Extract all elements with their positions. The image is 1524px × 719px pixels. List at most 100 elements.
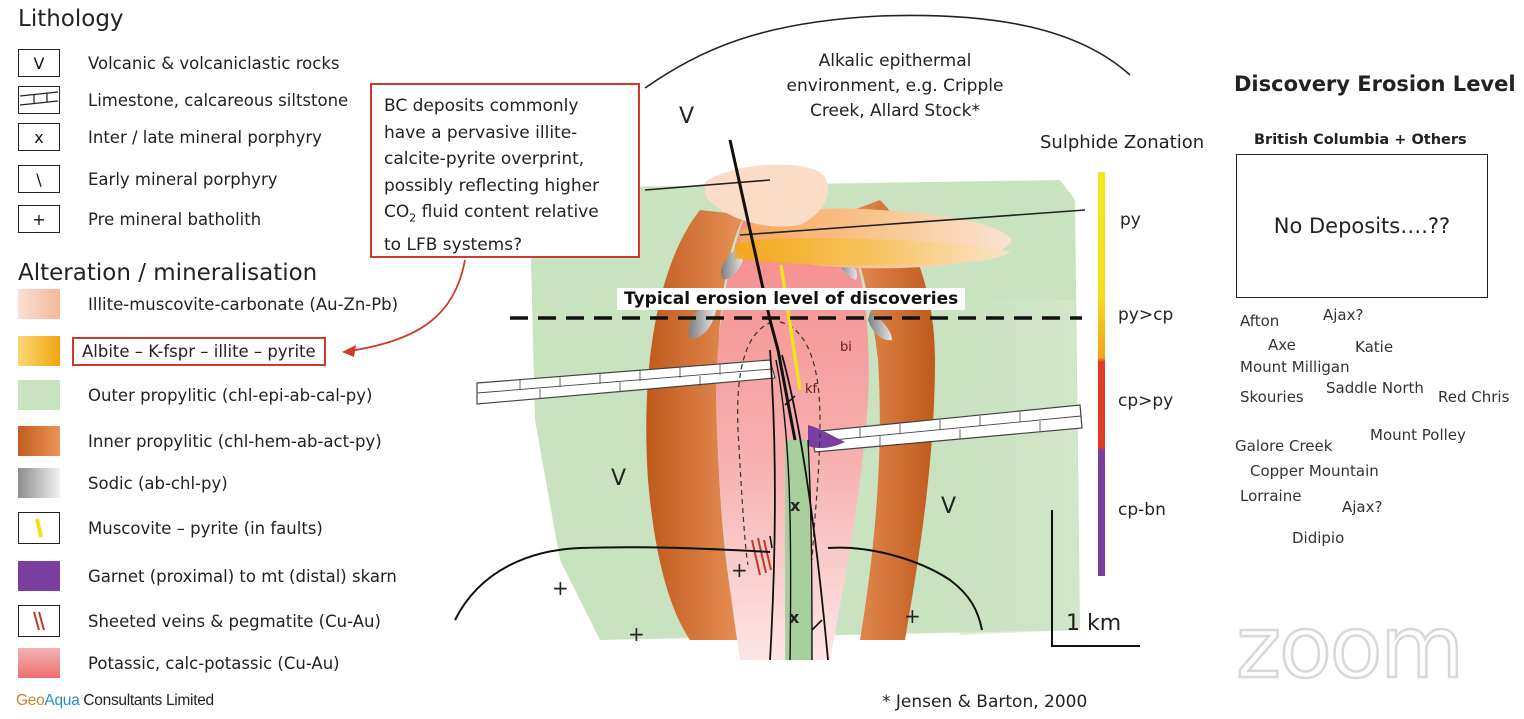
lithology-item-inter-porphyry: x Inter / late mineral porphyry	[18, 120, 322, 154]
callout-line-4: possibly reflecting higher	[384, 175, 600, 196]
inner-propylitic-right	[840, 200, 935, 640]
place-saddle-north: Saddle North	[1326, 379, 1424, 397]
alteration-item-illite: Illite-muscovite-carbonate (Au-Zn-Pb)	[18, 287, 398, 321]
callout-line-5: CO2 fluid content relative	[384, 199, 626, 232]
alteration-label: Potassic, calc-potassic (Cu-Au)	[88, 653, 340, 673]
alteration-title: Alteration / mineralisation	[18, 260, 318, 286]
alteration-label: Garnet (proximal) to mt (distal) skarn	[88, 566, 397, 586]
company-logo: GeoAqua Consultants Limited	[16, 692, 214, 710]
alteration-label: Sheeted veins & pegmatite (Cu-Au)	[88, 611, 381, 631]
volcanic-label-left: V	[611, 466, 627, 491]
lithology-label: Pre mineral batholith	[88, 209, 262, 229]
batholith-plus-1: +	[552, 576, 569, 600]
illite-top	[705, 164, 829, 227]
logo-geo: Geo	[16, 692, 45, 709]
porphyry-x-label: x	[790, 496, 801, 515]
discovery-subtitle: British Columbia + Others	[1254, 132, 1467, 148]
alteration-item-inner-propylitic: Inner propylitic (chl-hem-ab-act-py)	[18, 424, 382, 458]
epithermal-label: Alkalic epithermal environment, e.g. Cri…	[787, 49, 1004, 124]
porphyry-x-label-lower: x	[789, 608, 800, 627]
biotite-label: bi	[840, 340, 852, 355]
place-didipio: Didipio	[1292, 529, 1345, 547]
inner-propylitic-swatch	[18, 426, 60, 456]
fault-branch-right	[781, 354, 829, 661]
zone-py-cp: py>cp	[1118, 305, 1174, 325]
batholith-contact-right	[827, 546, 983, 631]
lithology-item-limestone: Limestone, calcareous siltstone	[18, 83, 348, 117]
veins-symbol	[18, 605, 60, 637]
zoom-watermark: zoom	[1235, 597, 1466, 700]
lithology-item-batholith: + Pre mineral batholith	[18, 202, 261, 236]
place-ajax-2: Ajax?	[1342, 498, 1383, 516]
callout-line-5-rest: fluid content relative	[416, 202, 599, 222]
alteration-item-albite: Albite – K-fspr – illite – pyrite	[18, 334, 326, 368]
callout-line-3: calcite-pyrite overprint,	[384, 149, 585, 169]
alteration-item-sheeted-veins: Sheeted veins & pegmatite (Cu-Au)	[18, 604, 381, 638]
dyke-edge	[807, 439, 813, 661]
potassic-dashed-boundary	[737, 321, 773, 566]
batholith-plus-2: +	[628, 622, 645, 646]
citation: * Jensen & Barton, 2000	[882, 692, 1088, 712]
alteration-label: Inner propylitic (chl-hem-ab-act-py)	[88, 431, 382, 451]
albite-swatch	[18, 336, 60, 366]
sodic-swatch	[18, 468, 60, 498]
no-deposits-box: No Deposits….??	[1236, 154, 1488, 298]
lithology-label: Early mineral porphyry	[88, 169, 278, 189]
logo-rest: Consultants Limited	[79, 692, 214, 709]
callout-line-6: to LFB systems?	[384, 234, 523, 255]
discovery-title: Discovery Erosion Level	[1234, 72, 1516, 96]
slash-symbol: \	[18, 165, 60, 193]
alteration-label: Outer propylitic (chl-epi-ab-cal-py)	[88, 385, 373, 405]
batholith-contact	[454, 546, 771, 621]
fault-branch-mid	[775, 359, 792, 661]
callout-line-2: have a pervasive illite-	[384, 122, 578, 143]
outer-propylitic-right	[900, 300, 1080, 635]
muscovite-symbol	[18, 512, 60, 544]
kfeldspar-label: kf	[805, 382, 818, 397]
epithermal-line-1: Alkalic epithermal	[818, 51, 972, 71]
no-deposits-text: No Deposits….??	[1273, 214, 1451, 238]
main-fault	[728, 139, 797, 441]
alteration-label: Illite-muscovite-carbonate (Au-Zn-Pb)	[88, 294, 399, 314]
late-porphyry-dyke	[785, 440, 812, 660]
lithology-item-volcanic: V Volcanic & volcaniclastic rocks	[18, 46, 339, 80]
alteration-item-muscovite: Muscovite – pyrite (in faults)	[18, 511, 323, 545]
limestone-symbol	[18, 86, 60, 114]
alteration-item-outer-propylitic: Outer propylitic (chl-epi-ab-cal-py)	[18, 378, 372, 412]
place-mount-polley: Mount Polley	[1370, 426, 1466, 444]
place-afton: Afton	[1240, 312, 1280, 330]
zone-cp-py: cp>py	[1118, 391, 1174, 411]
alteration-item-sodic: Sodic (ab-chl-py)	[18, 466, 228, 500]
sulphide-zonation-title: Sulphide Zonation	[1040, 132, 1205, 153]
place-katie: Katie	[1355, 338, 1394, 356]
alteration-label: Albite – K-fspr – illite – pyrite	[72, 336, 326, 366]
topography-line	[644, 14, 1131, 89]
x-symbol: x	[18, 123, 60, 151]
plus-symbol: +	[18, 205, 60, 233]
place-galore-creek: Galore Creek	[1235, 437, 1333, 455]
lithology-title: Lithology	[18, 6, 124, 32]
zone-cp-bn: cp-bn	[1118, 500, 1166, 520]
sheeted-vein	[751, 539, 761, 576]
erosion-level-label: Typical erosion level of discoveries	[617, 288, 966, 310]
lithology-label: Volcanic & volcaniclastic rocks	[88, 53, 340, 73]
potassic-swatch	[18, 648, 60, 678]
alteration-label: Sodic (ab-chl-py)	[88, 473, 228, 493]
scale-bar	[1051, 510, 1140, 647]
skarn-zone	[808, 425, 845, 449]
batholith-plus-3: +	[731, 558, 748, 582]
alteration-item-potassic: Potassic, calc-potassic (Cu-Au)	[18, 646, 340, 680]
fault-branch-left	[769, 349, 776, 661]
place-ajax: Ajax?	[1323, 306, 1364, 324]
volcanic-label-right: V	[941, 494, 957, 519]
callout-box: BC deposits commonly have a pervasive il…	[370, 83, 640, 258]
co2-text: CO	[384, 202, 410, 222]
place-red-chris: Red Chris	[1438, 388, 1510, 406]
place-axe: Axe	[1268, 336, 1296, 354]
place-copper-mountain: Copper Mountain	[1250, 462, 1379, 480]
batholith-plus-4: +	[904, 604, 921, 628]
limestone-bed-left	[476, 359, 776, 405]
lithology-label: Inter / late mineral porphyry	[88, 127, 322, 147]
albite-zone	[735, 238, 1010, 266]
callout-arrow	[342, 259, 466, 357]
